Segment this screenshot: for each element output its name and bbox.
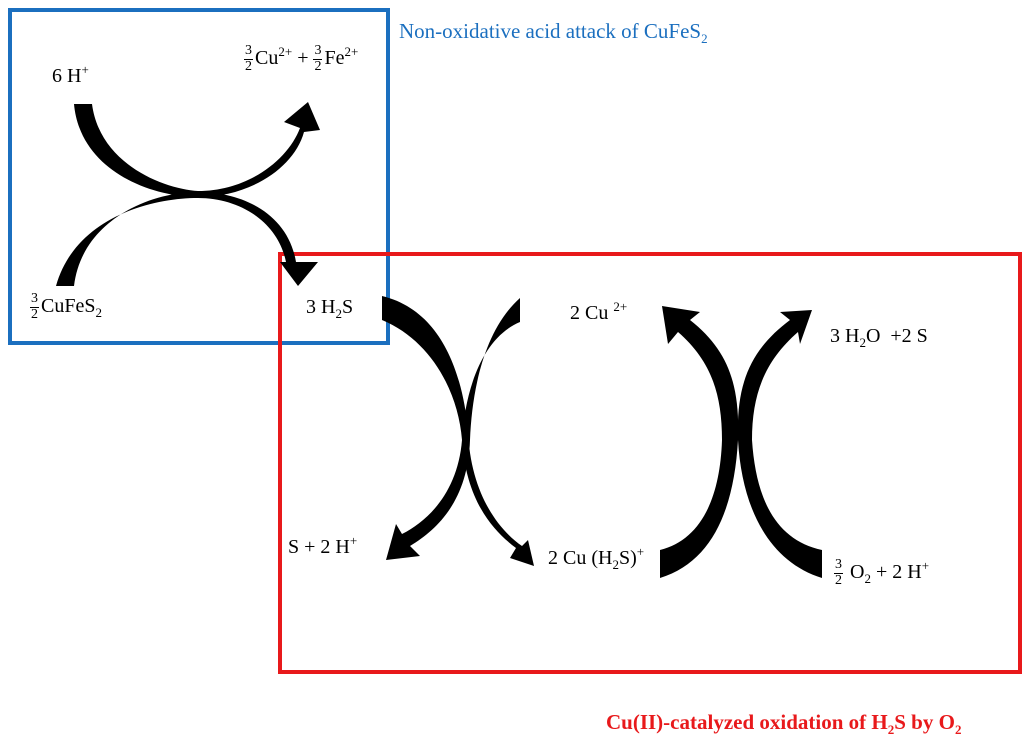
catalyzed-oxidation-frame bbox=[278, 252, 1022, 674]
arrow-cu2-to-sulfur bbox=[386, 298, 520, 560]
catalyzed-oxidation-caption: Cu(II)-catalyzed oxidation of H2S by O2 bbox=[606, 710, 962, 737]
h-plus-label: 6 H+ bbox=[52, 62, 89, 87]
water-sulfur-label: 3 H2O +2 S bbox=[830, 325, 928, 350]
cu2-plus-label: 2 Cu 2+ bbox=[570, 299, 628, 324]
sulfur-h-plus-label: S + 2 H+ bbox=[288, 533, 358, 558]
cu-h2s-complex-label: 2 Cu (H2S)+ bbox=[548, 544, 645, 572]
arrow-cu-complex-to-cu2 bbox=[660, 306, 739, 578]
arrow-h-plus-to-cu-fe bbox=[74, 102, 320, 197]
arrow-oxygen-to-water bbox=[737, 310, 822, 578]
h2s-label: 3 H2S bbox=[306, 296, 354, 321]
arrow-h2s-to-cu-complex bbox=[382, 296, 534, 566]
acid-attack-frame bbox=[8, 8, 390, 345]
acid-attack-caption: Non-oxidative acid attack of CuFeS2 bbox=[399, 19, 708, 46]
arrow-chalcopyrite-to-h2s bbox=[56, 192, 318, 286]
